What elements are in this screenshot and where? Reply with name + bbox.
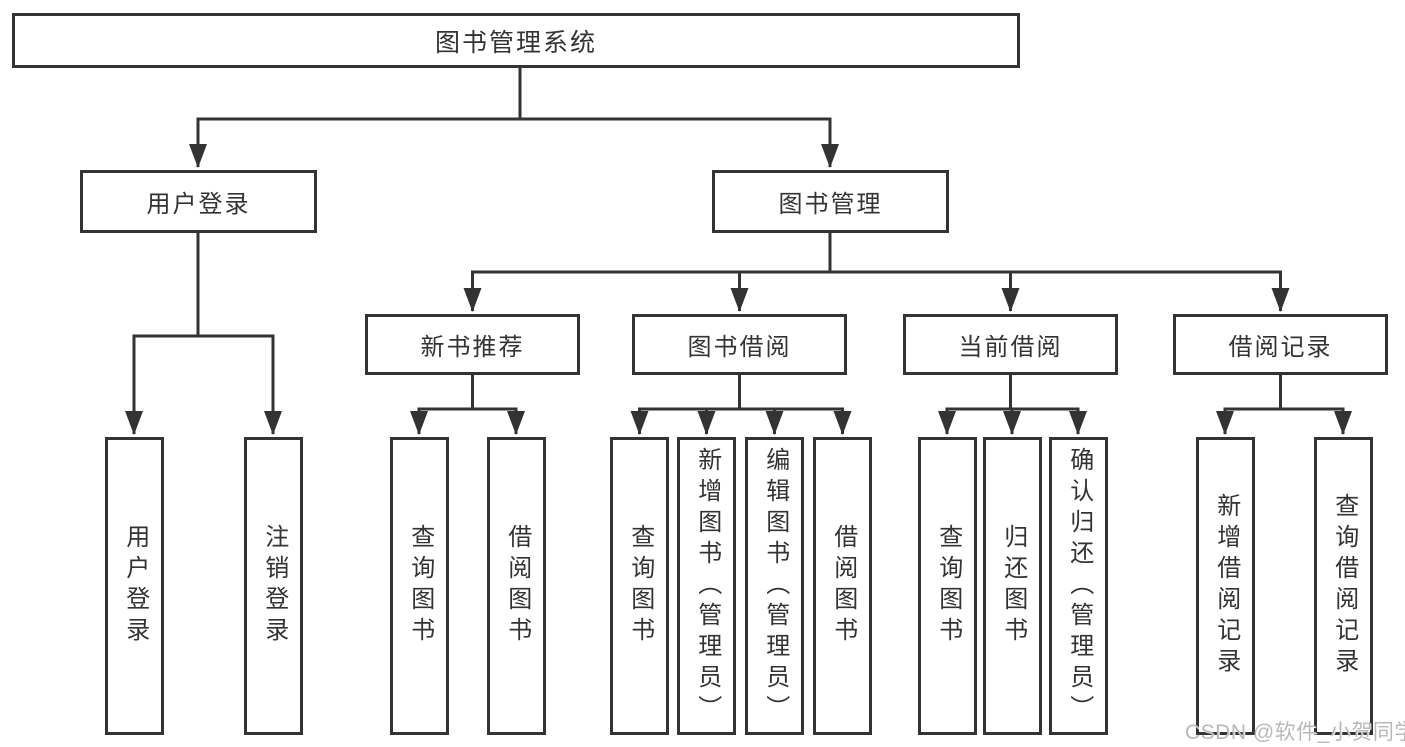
node-book-borrowing: 图书借阅 <box>632 314 847 375</box>
csdn-watermark: CSDN @软件_小贺同学 <box>1185 721 1405 744</box>
node-login-label: 用户登录 <box>121 524 149 648</box>
node-current-query: 查询图书 <box>918 437 977 735</box>
node-current-confirm-admin: 确认归还（管理员） <box>1049 437 1108 735</box>
node-newbooks-borrow: 借阅图书 <box>487 437 546 735</box>
node-records-add-label: 新增借阅记录 <box>1212 493 1240 679</box>
node-logout: 注销登录 <box>244 437 303 735</box>
node-borrowing-add-admin: 新增图书（管理员） <box>677 437 736 735</box>
node-newbooks-borrow-label: 借阅图书 <box>503 524 531 648</box>
node-login: 用户登录 <box>105 437 164 735</box>
node-borrowing-records: 借阅记录 <box>1173 314 1388 375</box>
node-user-login: 用户登录 <box>80 170 317 233</box>
node-current-borrowing: 当前借阅 <box>903 314 1118 375</box>
node-borrowing-borrow-label: 借阅图书 <box>829 524 857 648</box>
node-borrowing-add-admin-label: 新增图书（管理员） <box>693 446 721 726</box>
node-borrowing-query-label: 查询图书 <box>626 524 654 648</box>
node-current-return: 归还图书 <box>983 437 1042 735</box>
node-borrowing-edit-admin: 编辑图书（管理员） <box>745 437 804 735</box>
node-records-add: 新增借阅记录 <box>1196 437 1255 735</box>
node-borrowing-query: 查询图书 <box>610 437 669 735</box>
node-current-query-label: 查询图书 <box>934 524 962 648</box>
node-logout-label: 注销登录 <box>260 524 288 648</box>
node-root: 图书管理系统 <box>12 13 1020 68</box>
node-records-query: 查询借阅记录 <box>1314 437 1373 735</box>
node-newbooks-query: 查询图书 <box>390 437 449 735</box>
node-borrowing-borrow: 借阅图书 <box>813 437 872 735</box>
node-current-return-label: 归还图书 <box>999 524 1027 648</box>
node-records-query-label: 查询借阅记录 <box>1330 493 1358 679</box>
node-borrowing-edit-admin-label: 编辑图书（管理员） <box>761 446 789 726</box>
node-book-management: 图书管理 <box>712 170 949 233</box>
node-current-confirm-admin-label: 确认归还（管理员） <box>1065 446 1093 726</box>
node-new-book-recommend: 新书推荐 <box>365 314 580 375</box>
node-newbooks-query-label: 查询图书 <box>406 524 434 648</box>
